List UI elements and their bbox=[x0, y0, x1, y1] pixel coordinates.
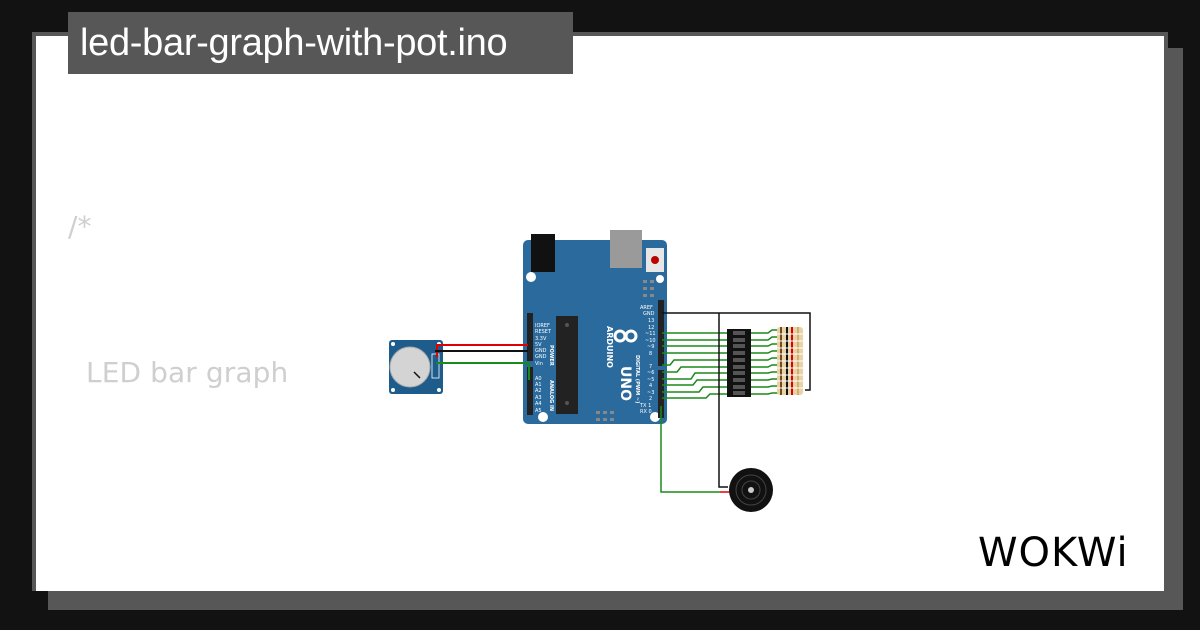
code-line: LED bar graph bbox=[68, 355, 289, 389]
code-line bbox=[68, 494, 1129, 543]
preview-card: /* LED bar graph https://wokwi.com/ardui… bbox=[32, 32, 1168, 591]
code-line: /* bbox=[68, 210, 92, 243]
file-title: led-bar-graph-with-pot.ino bbox=[68, 12, 573, 74]
code-preview: /* LED bar graph https://wokwi.com/ardui… bbox=[68, 106, 1129, 591]
wokwi-logo: WOKWi bbox=[978, 530, 1129, 576]
